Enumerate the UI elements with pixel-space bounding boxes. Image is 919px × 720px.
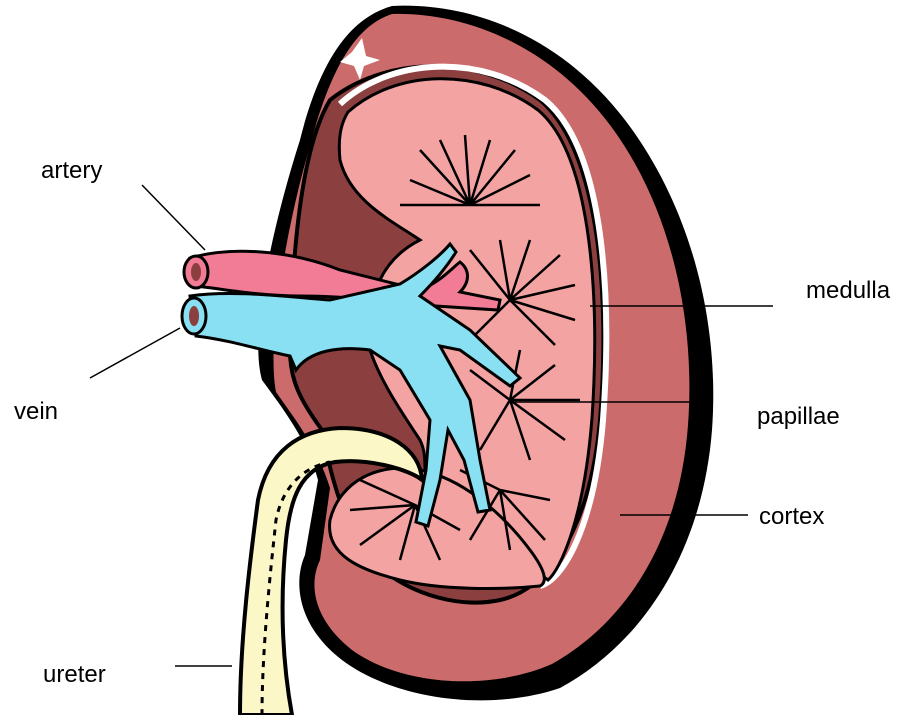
leader-artery (142, 185, 205, 250)
label-medulla: medulla (806, 277, 890, 305)
leader-vein (90, 328, 180, 378)
label-papillae: papillae (757, 403, 840, 431)
label-cortex: cortex (759, 503, 824, 531)
label-ureter: ureter (43, 661, 106, 689)
label-artery: artery (41, 157, 102, 185)
vein-lumen (189, 306, 199, 326)
artery-lumen (191, 263, 201, 281)
label-vein: vein (14, 398, 58, 426)
